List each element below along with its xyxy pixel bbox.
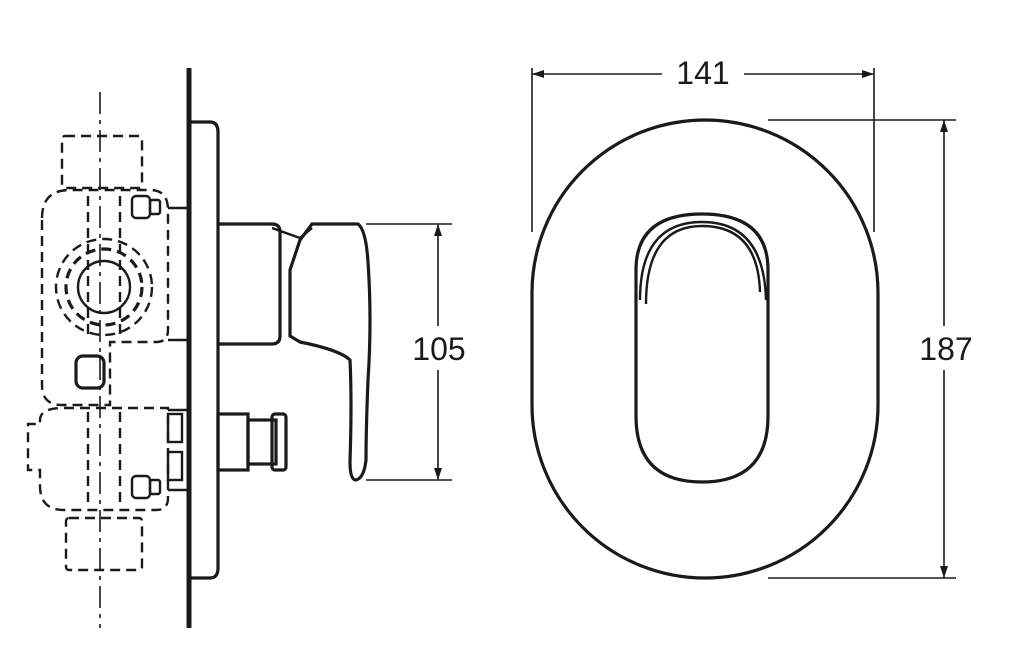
handle-height-label: 105 (412, 331, 465, 367)
front-view: 141 187 (530, 55, 978, 580)
width-dimension: 141 (531, 55, 875, 232)
lever-handle-body (218, 222, 282, 346)
front-lever-outer (634, 212, 770, 484)
side-view: 105 (26, 68, 474, 628)
square-fitting (74, 354, 106, 390)
lever-handle (288, 222, 372, 482)
height-dimension: 187 (768, 119, 978, 579)
height-label: 187 (919, 331, 972, 367)
valve-port (54, 237, 154, 337)
oval-cover-plate (530, 118, 880, 580)
front-lever-inner (644, 224, 762, 305)
concealed-valve-body (26, 134, 170, 572)
cover-plate-profile (191, 120, 220, 580)
mounting-screws (130, 194, 189, 500)
front-lever-flange (638, 220, 768, 301)
width-label: 141 (676, 55, 729, 91)
handle-height-dimension: 105 (366, 223, 474, 481)
diverter-knob (216, 412, 288, 472)
